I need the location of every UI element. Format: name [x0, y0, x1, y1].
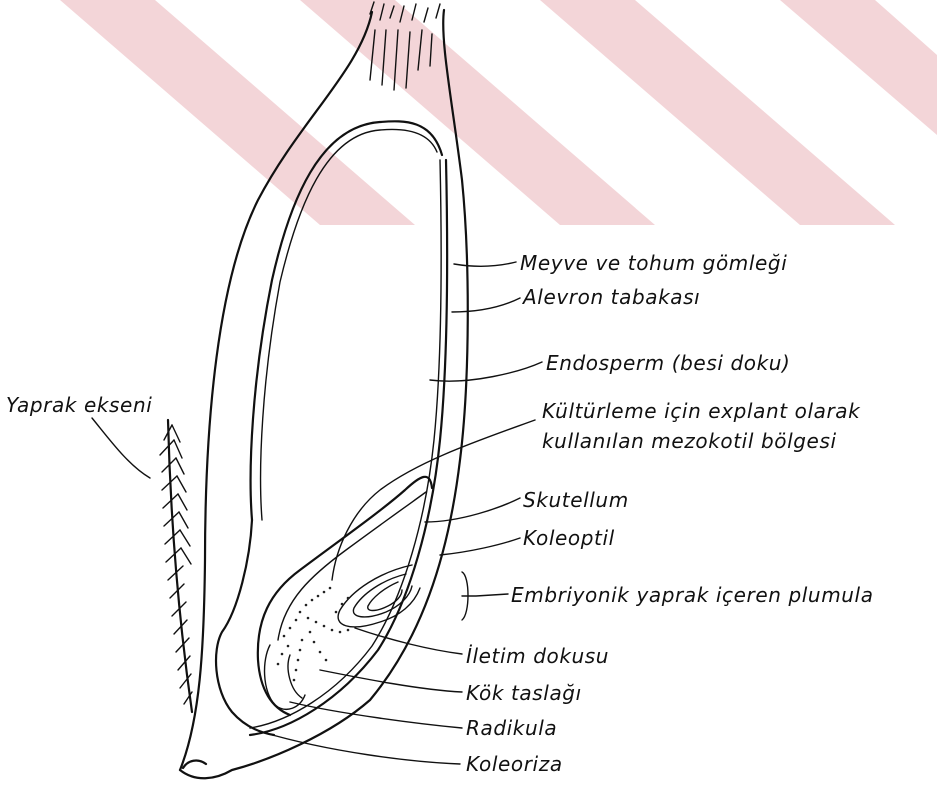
label-radikula: Radikula [466, 716, 557, 740]
watermark [60, 0, 937, 225]
label-skutellum: Skutellum [523, 488, 629, 512]
label-embriyonik-plumula: Embriyonik yaprak içeren plumula [511, 583, 874, 607]
label-kulturleme-2: kullanılan mezokotil bölgesi [542, 429, 837, 453]
label-koleoptil: Koleoptil [523, 526, 615, 550]
label-alevron-tabakasi: Alevron tabakası [521, 285, 700, 309]
label-koleoriza: Koleoriza [466, 752, 563, 776]
label-endosperm: Endosperm (besi doku) [546, 351, 790, 375]
leaf-axis [160, 420, 192, 712]
label-kulturleme-1: Kültürleme için explant olarak [542, 399, 861, 423]
label-kok-taslagi: Kök taslağı [466, 681, 582, 705]
label-iletim-dokusu: İletim dokusu [466, 644, 609, 668]
label-meyve-tohum-gomlegi: Meyve ve tohum gömleği [520, 251, 787, 275]
label-yaprak-ekseni: Yaprak ekseni [6, 393, 152, 417]
